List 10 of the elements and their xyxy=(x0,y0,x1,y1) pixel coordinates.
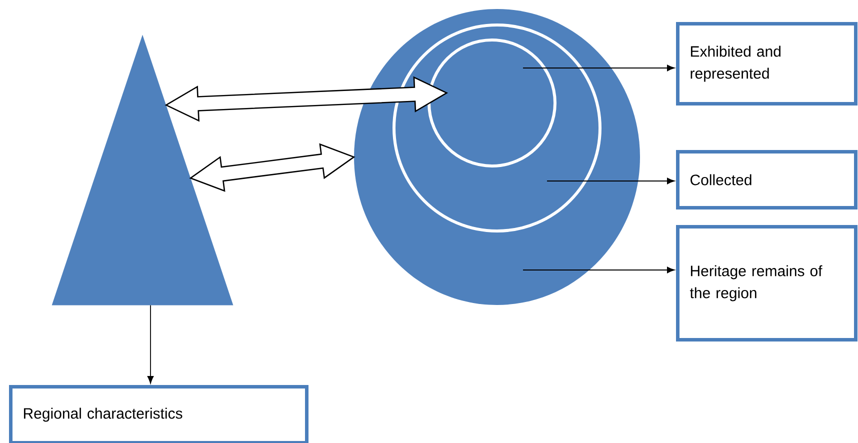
text-box: Exhibited and represented xyxy=(676,22,858,106)
text-box: Collected xyxy=(676,150,858,210)
text-box: Regional characteristics xyxy=(9,385,308,443)
arrow xyxy=(147,304,154,384)
ring xyxy=(428,38,556,168)
arrow xyxy=(522,266,675,274)
text-box: Heritage remains of the region xyxy=(676,225,858,342)
arrow xyxy=(546,178,675,184)
triangle-shape xyxy=(52,34,234,306)
arrow xyxy=(522,64,675,72)
